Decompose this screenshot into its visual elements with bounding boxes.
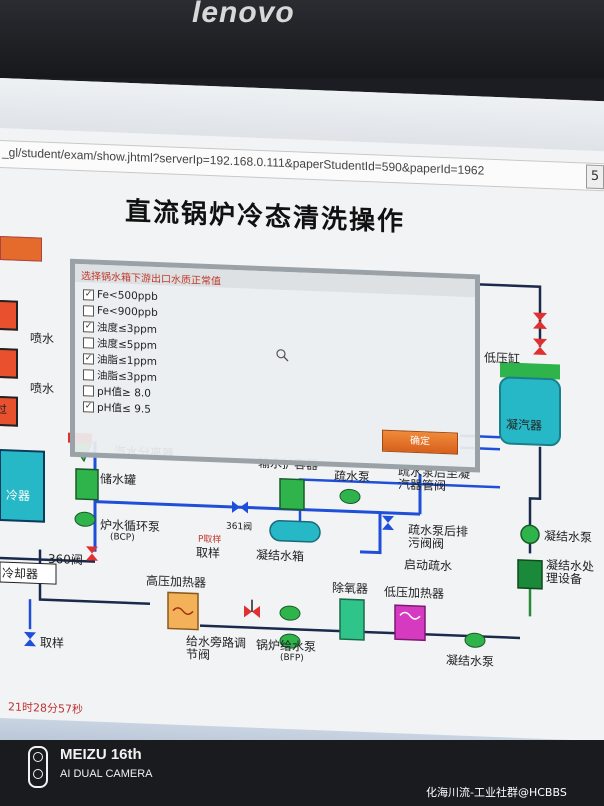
label-cond-pump-bottom: 凝结水泵 (446, 653, 495, 669)
label-sampling-2: 取样 (40, 635, 65, 651)
label-valve-360: 360阀 (48, 551, 83, 568)
condensate-tank (269, 519, 321, 543)
label-sampling-tag: P取样 (198, 534, 222, 546)
drain-valve (382, 515, 394, 531)
valve-360 (86, 546, 98, 561)
label-feedwater-bypass: 给水旁路调节阀 (186, 634, 247, 663)
checkbox-ph-9-5[interactable]: ✓ (83, 400, 94, 413)
label-storage-tank: 储水罐 (100, 471, 137, 488)
option-ph-9-5[interactable]: ✓pH值≤ 9.5 (83, 400, 151, 416)
checkbox-fe-900[interactable] (83, 304, 94, 317)
storage-tank (75, 468, 99, 501)
laptop-brand-logo: lenovo (192, 0, 295, 29)
label-left-box: 冷却器 (2, 566, 39, 582)
bfp-pump-1 (279, 605, 301, 621)
expansion-vessel (279, 477, 305, 511)
label-valve-361: 361阀 (226, 521, 253, 533)
checkbox-turbidity-5[interactable] (83, 336, 94, 349)
label-sampling: 取样 (196, 545, 221, 561)
label-condensate-tank: 凝结水箱 (256, 547, 305, 564)
cursor-icon (276, 349, 289, 362)
valve-top-right (533, 312, 547, 330)
condensate-pump-right (520, 524, 540, 545)
left-cooler (0, 448, 45, 523)
label-lp-cylinder: 低压缸 (484, 350, 521, 366)
valve-bottom-left (24, 631, 36, 647)
label-startup-drain: 启动疏水 (404, 557, 453, 574)
label-deaerator: 除氧器 (332, 580, 369, 597)
bfp-pump-2 (279, 633, 301, 649)
label-drain-discharge: 疏水泵后排污阀阀 (408, 522, 469, 552)
checkbox-oil-1[interactable]: ✓ (83, 352, 94, 365)
condensate-treatment (517, 559, 543, 590)
label-bfp-sub: (BFP) (280, 652, 304, 664)
condensate-pump-bottom (464, 632, 486, 648)
label-cond-treatment: 凝结水处理设备 (546, 557, 595, 587)
valve-361 (232, 500, 248, 514)
confirm-button[interactable]: 确定 (382, 429, 458, 455)
label-circ-pump-sub: (BCP) (110, 532, 135, 544)
feedwater-bypass-valve (244, 599, 260, 618)
watermark-credit: 化海川流-工业社群@HCBBS (426, 786, 567, 799)
label-lp-heater: 低压加热器 (384, 584, 445, 602)
checkbox-turbidity-3[interactable]: ✓ (83, 320, 94, 333)
deaerator (339, 598, 365, 641)
exam-timer: 21时28分57秒 (8, 700, 83, 717)
process-diagram (0, 282, 561, 649)
watermark-camera: AI DUAL CAMERA (60, 768, 153, 780)
quality-selection-dialog: 选择锅水箱下游出口水质正常值 ✓Fe<500ppb Fe<900ppb ✓浊度≤… (70, 258, 480, 473)
screen: _gl/student/exam/show.jhtml?serverIp=192… (0, 78, 604, 782)
checkbox-ph-8[interactable] (83, 384, 94, 397)
lp-heater (394, 604, 426, 642)
laptop-bezel-top: lenovo (0, 0, 604, 78)
label-left-cooler: 冷器 (6, 488, 31, 504)
laptop-bezel-bottom (0, 740, 604, 806)
dual-camera-icon (28, 746, 48, 788)
watermark-brand: MEIZU 16th (60, 746, 142, 763)
label-condenser: 凝汽器 (506, 417, 543, 433)
left-box (0, 561, 57, 585)
condenser-turbine-exhaust (500, 362, 560, 380)
checkbox-fe-500[interactable]: ✓ (83, 288, 94, 301)
label-drain-pump: 疏水泵 (334, 468, 371, 485)
label-cond-pump: 凝结水泵 (544, 528, 593, 545)
drain-pump (339, 488, 361, 504)
condenser (499, 376, 561, 447)
checkbox-oil-3[interactable] (83, 368, 94, 381)
valve-top-right-2 (533, 338, 547, 356)
label-hp-heater: 高压加热器 (146, 573, 207, 590)
dialog-title: 选择锅水箱下游出口水质正常值 (81, 271, 221, 288)
circulation-pump (74, 511, 96, 527)
